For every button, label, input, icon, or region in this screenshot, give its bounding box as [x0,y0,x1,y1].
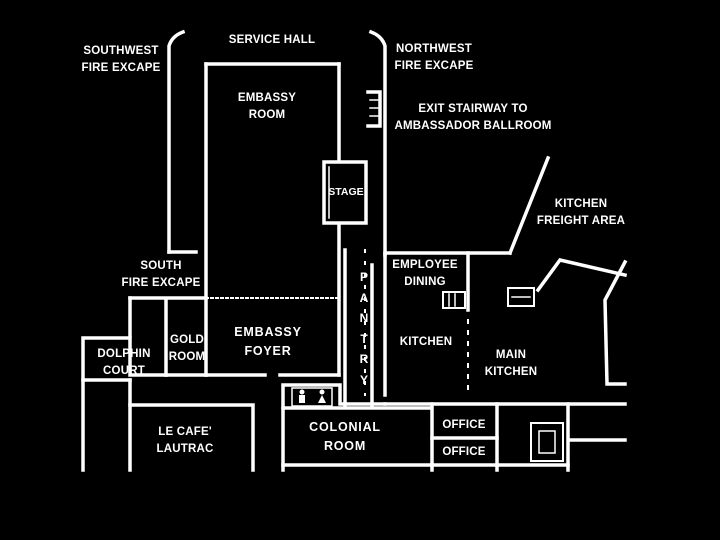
colonial-room-line-1: COLONIAL [309,420,381,434]
kitchen-label: KITCHEN [399,336,453,348]
stage-outline [322,160,368,225]
office-label-2: OFFICE [442,446,486,458]
employee-dining-line-2: DINING [404,276,446,288]
le-cafe-lautrac-line-2: LAUTRAC [156,443,214,455]
dolphin-court-label: DOLPHIN COURT [97,346,150,380]
kitchen-freight-area-label: KITCHEN FREIGHT AREA [537,196,625,230]
office-label-1: OFFICE [442,419,486,431]
service-hall-top-wall [167,29,186,254]
gold-room-line-2: ROOM [168,351,206,363]
mens-restroom-icon [299,389,305,395]
le-cafe-lautrac-label: LE CAFE' LAUTRAC [157,424,214,458]
northwest-fire-escape-label: NORTHWEST FIRE EXCAPE [395,41,474,75]
embassy-room-line-2: ROOM [248,109,286,121]
elevator [530,422,564,462]
main-kitchen-line-2: KITCHEN [484,366,538,378]
dolphin-court-line-2: COURT [103,365,145,377]
exit-stairway-label: EXIT STAIRWAY TO AMBASSADOR BALLROOM [394,101,551,135]
colonial-room-label: COLONIAL ROOM [309,418,381,456]
elevator-car [538,430,556,454]
stage-label: STAGE [328,186,364,198]
exit-stairway-line-1: EXIT STAIRWAY TO [418,103,528,115]
south-fire-escape-line-2: FIRE EXCAPE [121,277,201,289]
embassy-room-line-1: EMBASSY [237,92,297,104]
employee-dining-line-1: EMPLOYEE [392,259,458,271]
embassy-foyer-line-2: FOYER [244,344,292,358]
freight-elevator [507,287,535,307]
embassy-foyer-label: EMBASSY FOYER [234,323,301,361]
le-cafe-lautrac-line-1: LE CAFE' [158,426,212,438]
kitchen-freight-area-line-2: FREIGHT AREA [536,215,626,227]
dolphin-court-wall [81,336,168,472]
exit-stairway-line-2: AMBASSADOR BALLROOM [394,120,552,132]
colonial-room-wall [281,383,387,472]
mens-restroom-body [299,395,305,403]
service-hall-label: SERVICE HALL [228,34,316,46]
northwest-fire-escape-line-1: NORTHWEST [396,43,472,55]
embassy-room-label: EMBASSY ROOM [238,90,296,124]
colonial-room-line-2: ROOM [323,439,367,453]
dolphin-court-line-1: DOLPHIN [97,348,151,360]
southwest-fire-escape-label: SOUTHWEST FIRE EXCAPE [82,43,161,77]
main-kitchen-line-1: MAIN [495,349,527,361]
south-fire-escape-label: SOUTH FIRE EXCAPE [122,258,201,292]
southwest-fire-escape-line-2: FIRE EXCAPE [81,62,161,74]
dining-stair [442,291,466,309]
restroom-icons [299,389,326,403]
womens-restroom-body [318,395,326,403]
main-kitchen-east-wall [603,259,628,386]
freight-diagonal-wall [507,155,551,256]
pantry-label: PANTRY [359,270,369,387]
exit-stairway-wall [366,90,382,128]
south-fire-escape-line-1: SOUTH [140,260,182,272]
southeast-wall [566,402,627,472]
restroom-block [291,387,333,407]
freight-area-wall [535,258,628,293]
gold-room-line-1: GOLD [169,334,205,346]
womens-restroom-icon [319,389,325,395]
southwest-fire-escape-line-1: SOUTHWEST [83,45,159,57]
service-hall-right-wall [368,29,387,257]
main-kitchen-label: MAIN KITCHEN [485,347,538,381]
embassy-foyer-line-1: EMBASSY [234,325,302,339]
employee-dining-label: EMPLOYEE DINING [392,257,458,291]
le-cafe-wall [128,403,255,472]
walls [81,29,628,472]
northwest-fire-escape-line-2: FIRE EXCAPE [394,60,474,72]
kitchen-freight-area-line-1: KITCHEN [554,198,608,210]
gold-room-label: GOLD ROOM [169,332,206,366]
